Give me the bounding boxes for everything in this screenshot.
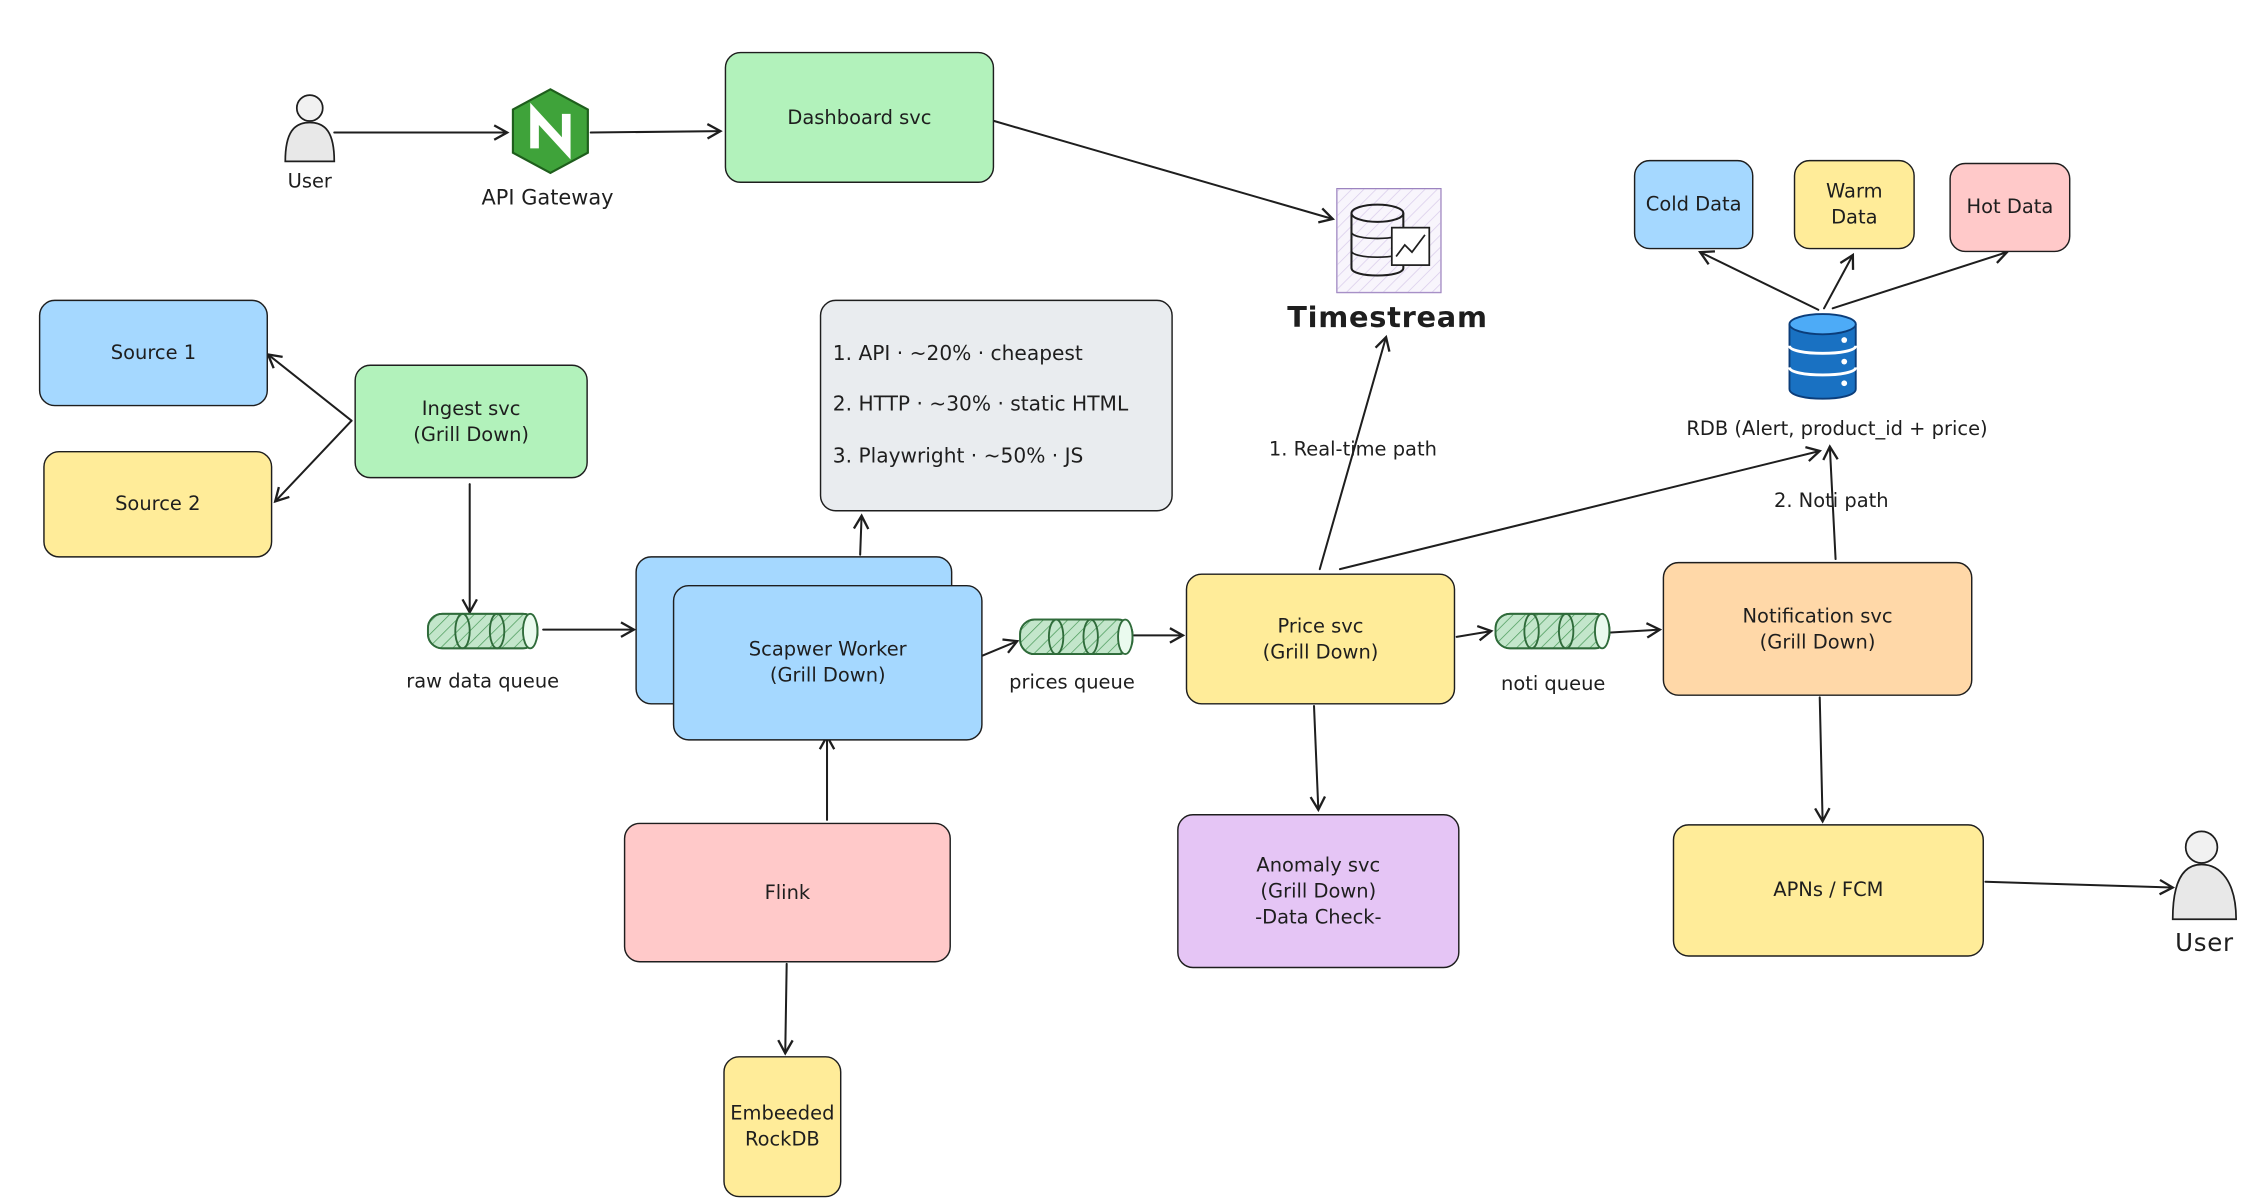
arrow-price-to-rdb — [1338, 445, 1823, 571]
arrow-flink-to-rockdb — [777, 962, 794, 1056]
arrow-notification-to-rdb — [1822, 444, 1839, 561]
noti-queue-label: noti queue — [1500, 672, 1606, 696]
realtime-path-label: 1. Real-time path — [1268, 438, 1437, 462]
arrow-price-to-timestream — [1318, 334, 1391, 571]
api-gateway-label: API Gateway — [481, 187, 614, 211]
arrow-rdb-to-cold — [1698, 250, 1820, 311]
cold-data-box: Cold Data — [1633, 159, 1754, 250]
strategy-api: 1. API · ~20% · cheapest — [832, 342, 1083, 366]
dashboard-svc-box: Dashboard svc — [724, 51, 995, 183]
timestream-label: Timestream — [1287, 299, 1488, 335]
nginx-gateway-icon — [511, 88, 589, 175]
ingest-svc-box: Ingest svc (Grill Down) — [354, 364, 588, 479]
prices-queue-icon — [1019, 618, 1134, 656]
user-right-label: User — [2175, 929, 2234, 959]
notification-svc-box: Notification svc (Grill Down) — [1662, 561, 1973, 696]
user-left-label: User — [287, 170, 332, 194]
arrow-scraper-to-strategies — [852, 513, 870, 556]
raw-queue-label: raw data queue — [406, 669, 560, 694]
prices-queue-label: prices queue — [1009, 671, 1135, 695]
noti-queue-icon — [1494, 612, 1611, 650]
scraping-strategies-note: 1. API · ~20% · cheapest 2. HTTP · ~30% … — [819, 299, 1173, 512]
noti-path-label: 2. Noti path — [1773, 489, 1889, 513]
apns-fcm-box: APNs / FCM — [1672, 824, 1984, 957]
timestream-icon — [1336, 188, 1442, 294]
rdb-database-icon — [1788, 313, 1858, 400]
anomaly-svc-box: Anomaly svc (Grill Down) -Data Check- — [1177, 814, 1460, 969]
arrow-ingest-to-source1 — [266, 352, 353, 422]
arrow-price-to-noti-queue — [1455, 625, 1494, 642]
arrow-rdb-to-hot — [1831, 248, 2010, 310]
arrow-ingest-to-source2 — [273, 419, 353, 504]
arrow-rdb-to-warm — [1823, 252, 1855, 310]
arrow-notification-to-apns — [1814, 696, 1831, 824]
source-2-box: Source 2 — [43, 450, 273, 558]
scraper-worker-box: Scapwer Worker (Grill Down) — [672, 584, 983, 741]
price-svc-box: Price svc (Grill Down) — [1185, 573, 1456, 705]
user-icon-right — [2171, 830, 2237, 921]
strategy-playwright: 3. Playwright · ~50% · JS — [832, 445, 1084, 469]
source-1-box: Source 1 — [38, 299, 268, 407]
arrow-noti-queue-to-notification — [1609, 622, 1663, 639]
embedded-rockdb-box: Embeeded RockDB — [723, 1056, 842, 1198]
user-icon-left — [284, 94, 336, 163]
arrow-price-to-anomaly — [1309, 704, 1327, 813]
warm-data-box: Warm Data — [1793, 159, 1915, 250]
raw-data-queue-icon — [426, 612, 539, 650]
flink-box: Flink — [623, 822, 951, 963]
arrow-scraper-to-prices-queue — [981, 638, 1020, 657]
rdb-label: RDB (Alert, product_id + price) — [1686, 417, 1988, 441]
hot-data-box: Hot Data — [1949, 162, 2071, 253]
strategy-http: 2. HTTP · ~30% · static HTML — [832, 393, 1129, 417]
arrow-dashboard-to-timestream — [993, 120, 1336, 224]
arrow-gateway-to-dashboard — [589, 123, 723, 140]
arrow-apns-to-user — [1984, 878, 2176, 896]
